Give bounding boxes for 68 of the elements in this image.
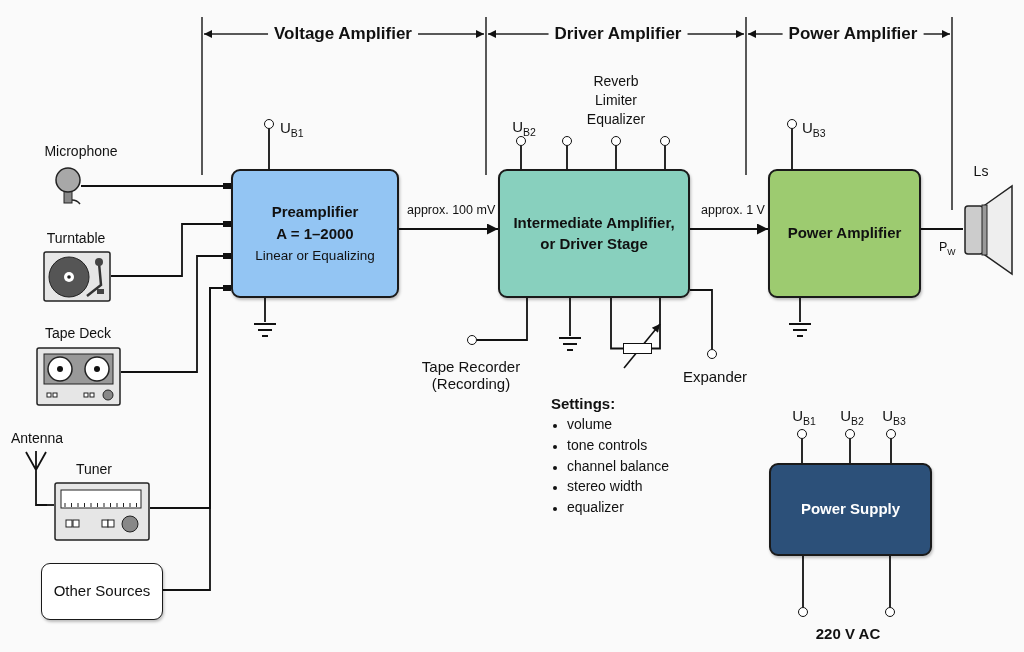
section-heading: Driver Amplifier: [548, 24, 688, 44]
connection-line: [651, 297, 661, 350]
terminal-label: U$_{B3}$: [882, 407, 906, 427]
terminal-label: U$_{B1}$: [792, 407, 816, 427]
connection-line: [799, 297, 801, 323]
connection-line: [801, 438, 803, 464]
variable-resistor: [623, 343, 652, 354]
terminal-circle: [885, 607, 895, 617]
connection-line: [268, 128, 270, 170]
signal-label: approx. 1 V: [699, 203, 767, 217]
section-heading: Power Amplifier: [782, 24, 924, 44]
device-label: Ls: [973, 163, 989, 179]
connection-line: [791, 128, 793, 170]
section-heading: Voltage Amplifier: [268, 24, 418, 44]
settings-heading: Settings:: [551, 394, 616, 412]
connection-line: [46, 504, 55, 506]
amplifier-block: [498, 169, 690, 298]
connection-line: [520, 145, 522, 170]
connection-line: [689, 289, 713, 350]
connection-line: [920, 228, 964, 230]
block-title: Power Amplifier: [786, 223, 903, 244]
connection-line: [610, 297, 624, 350]
block-title: Other Sources: [52, 581, 152, 602]
amplifier-block: [231, 169, 399, 298]
source-box: [41, 563, 163, 620]
settings-item: stereo width: [551, 478, 643, 494]
connection-line: [802, 555, 804, 608]
device-label: Antenna: [10, 430, 64, 446]
terminal-label: U$_{B2}$: [840, 407, 864, 427]
arrow: [398, 223, 499, 235]
terminal-label: Tape Recorder (Recording): [421, 358, 521, 392]
connection-line: [849, 438, 851, 464]
terminal-label: U$_{B3}$: [802, 119, 826, 139]
terminal-label: U$_{B2}$: [512, 118, 536, 138]
terminal-circle: [660, 136, 670, 146]
block-detail: Linear or Equalizing: [254, 246, 376, 265]
terminal-label: Expander: [682, 367, 748, 385]
signal-label: approx. 100 mV: [405, 203, 498, 217]
settings-item: channel balance: [551, 458, 669, 474]
settings-item: tone controls: [551, 437, 648, 453]
connection-line: [890, 438, 892, 464]
device-label: Tape Deck: [44, 325, 112, 341]
connection-line: [476, 297, 528, 341]
connection-line: [264, 297, 266, 323]
terminal-circle: [611, 136, 621, 146]
supply-label: 220 V AC: [815, 624, 881, 642]
connection-line: [566, 145, 568, 170]
block-title: Power Supply: [799, 499, 902, 520]
device-label: Tuner: [75, 461, 113, 477]
terminal-circle: [562, 136, 572, 146]
amplifier-block: [769, 463, 932, 556]
function-list: Reverb Limiter Equalizer: [581, 71, 651, 129]
connection-line: [889, 555, 891, 608]
arrow: [689, 223, 769, 235]
connection-line: [615, 145, 617, 170]
connection-line: [569, 297, 571, 337]
amplifier-block: [768, 169, 921, 298]
connection-line: [664, 145, 666, 170]
settings-item: volume: [551, 416, 613, 432]
block-title: Preamplifier: [270, 202, 360, 223]
signal-label: P$_{W}$: [937, 240, 958, 257]
settings-item: equalizer: [551, 499, 624, 515]
terminal-circle: [798, 607, 808, 617]
device-label: Turntable: [46, 230, 106, 246]
block-detail: A = 1–2000: [275, 224, 355, 245]
terminal-label: U$_{B1}$: [280, 119, 304, 139]
block-title: Intermediate Amplifier, or Driver Stage: [512, 213, 676, 254]
device-label: Microphone: [44, 143, 118, 159]
